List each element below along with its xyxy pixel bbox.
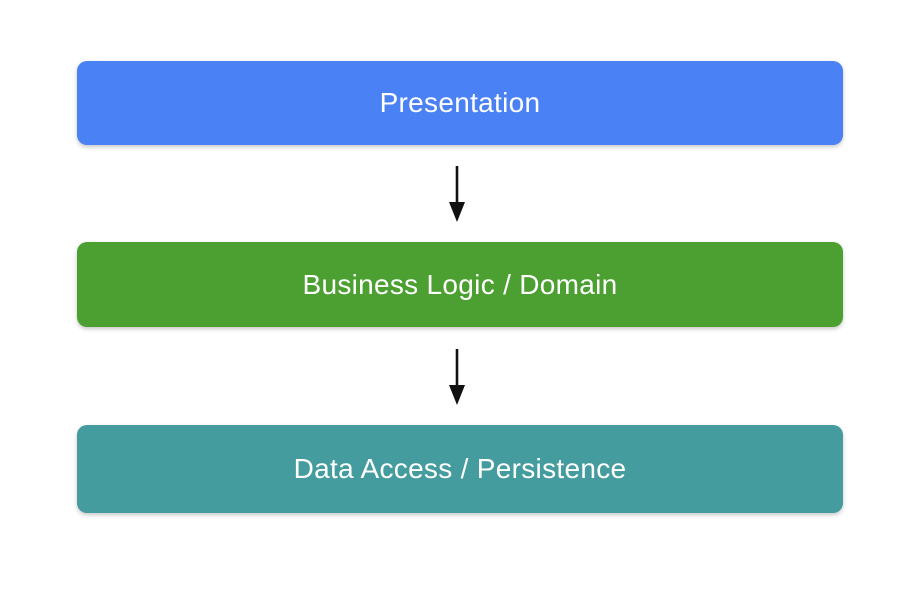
layer-box-presentation: Presentation <box>77 61 843 145</box>
down-arrow-icon <box>449 349 465 405</box>
layer-label-presentation: Presentation <box>379 87 541 118</box>
layer-label-business-logic: Business Logic / Domain <box>302 268 618 300</box>
layer-box-data-access: Data Access / Persistence <box>77 425 843 513</box>
layer-label-data-access: Data Access / Persistence <box>293 453 627 484</box>
down-arrow-icon <box>449 166 465 222</box>
layer-box-business-logic: Business Logic / Domain <box>77 242 843 327</box>
